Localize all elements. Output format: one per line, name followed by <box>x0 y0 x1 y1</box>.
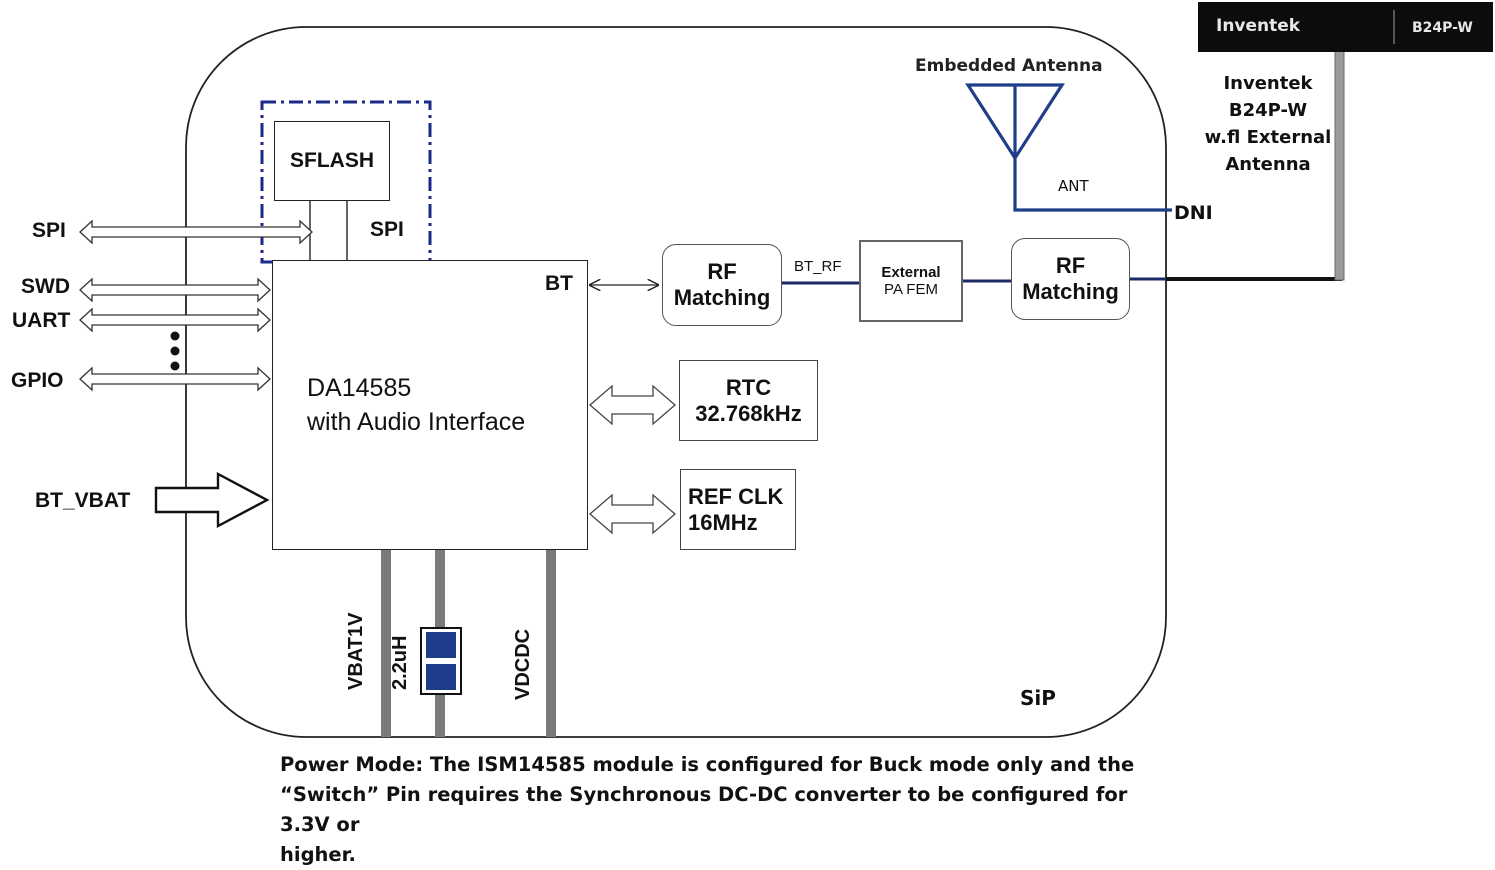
chip-subtitle: with Audio Interface <box>307 408 526 436</box>
rf-matching-1: RF Matching <box>662 244 782 326</box>
rf-matching-2: RF Matching <box>1011 238 1130 320</box>
swd-label: SWD <box>21 275 70 298</box>
inductor-pad-top <box>426 632 456 658</box>
rf-matching-1-line2: Matching <box>673 285 771 310</box>
ref-clk-box: REF CLK 16MHz <box>680 469 796 550</box>
chip-name: DA14585 <box>307 374 412 402</box>
note-line-1: Power Mode: The ISM14585 module is confi… <box>280 753 1135 776</box>
ref-clk-frequency: 16MHz <box>688 509 758 535</box>
gpio-label: GPIO <box>11 369 64 392</box>
external-antenna-line2: B24P-W <box>1228 100 1308 121</box>
note-line-3: higher. <box>280 843 356 866</box>
ant-label: ANT <box>1058 177 1089 195</box>
vbat1v-label: VBAT1V <box>345 612 367 690</box>
bt-vbat-label: BT_VBAT <box>35 489 131 512</box>
rtc-box: RTC 32.768kHz <box>679 360 818 441</box>
sip-label: SiP <box>1020 686 1056 710</box>
uart-label: UART <box>12 309 71 332</box>
rtc-label: RTC <box>725 374 772 400</box>
external-antenna-photo: Inventek B24P-W <box>1198 2 1493 52</box>
power-mode-note: Power Mode: The ISM14585 module is confi… <box>280 750 1180 870</box>
vdcdc-pin <box>546 548 556 737</box>
ellipsis-dot-2 <box>170 346 180 356</box>
inductor-pad-bottom <box>426 664 456 690</box>
photo-divider <box>1393 10 1395 44</box>
spi-bus-arrow <box>79 219 313 245</box>
rf-matching-1-line1: RF <box>707 259 737 284</box>
pa-fem-line2: PA FEM <box>884 281 938 298</box>
pa-fem-line1: External <box>881 264 941 281</box>
embedded-antenna-symbol <box>965 83 1172 212</box>
bt-rf-label: BT_RF <box>794 258 842 275</box>
photo-brand-label: Inventek <box>1216 16 1301 36</box>
inductor-label: 2.2uH <box>389 635 411 690</box>
sflash-label: SFLASH <box>290 149 374 172</box>
pa-fem-box: External PA FEM <box>859 240 963 322</box>
note-line-2: “Switch” Pin requires the Synchronous DC… <box>280 783 1128 836</box>
uart-bus-arrow <box>79 307 271 333</box>
ellipsis-dot-1 <box>170 331 180 341</box>
rtc-bus-arrow <box>589 384 676 426</box>
vbat1v-pin <box>381 548 391 737</box>
rf-matching-2-line1: RF <box>1055 253 1086 278</box>
bt-vbat-arrow <box>154 472 270 528</box>
spi-label: SPI <box>32 219 66 242</box>
external-antenna-label: Inventek B24P-W w.fl External Antenna <box>1198 70 1338 178</box>
gpio-bus-arrow <box>79 366 271 392</box>
diagram-graphics <box>79 9 1354 738</box>
external-antenna-line3: w.fl External <box>1204 127 1332 148</box>
ref-clk-label: REF CLK <box>688 483 784 509</box>
sflash-box: SFLASH <box>274 121 390 201</box>
bt-port-label: BT <box>545 272 573 295</box>
sflash-spi-label: SPI <box>370 218 404 241</box>
ellipsis-dot-3 <box>170 361 180 371</box>
rf-matching-2-line2: Matching <box>1022 279 1119 304</box>
vdcdc-label: VDCDC <box>512 628 534 700</box>
embedded-antenna-label: Embedded Antenna <box>915 56 1103 76</box>
dni-label: DNI <box>1174 202 1213 224</box>
swd-bus-arrow <box>79 277 271 303</box>
da14585-chip <box>272 260 588 550</box>
external-antenna-line1: Inventek <box>1223 73 1313 94</box>
refclk-bus-arrow <box>589 493 676 535</box>
rtc-frequency: 32.768kHz <box>695 400 802 426</box>
external-antenna-line4: Antenna <box>1225 154 1311 175</box>
photo-model-label: B24P-W <box>1412 20 1473 36</box>
